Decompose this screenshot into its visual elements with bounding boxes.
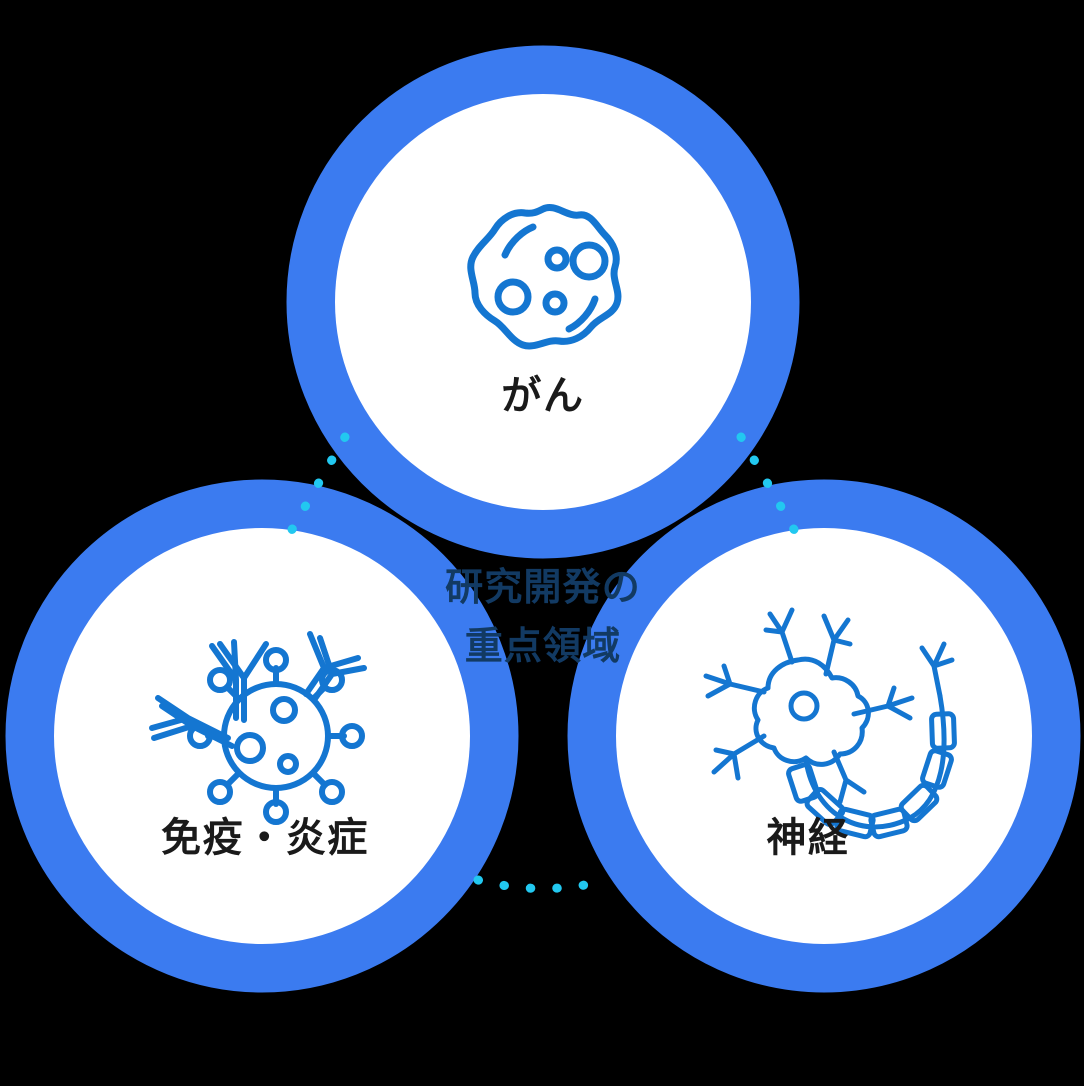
myelin-segments: [786, 711, 957, 840]
neuron-dendrites: [703, 607, 915, 805]
neuron-icon: [703, 607, 957, 840]
center-label-line2: 重点領域: [464, 626, 622, 668]
dotted-connector-cancer-immunity: [285, 432, 350, 538]
dotted-connector-cancer-neuro: [736, 432, 801, 538]
circle-body-immunity[interactable]: [54, 528, 470, 944]
antibody-virus-icon: [149, 631, 367, 825]
neuron-soma: [751, 656, 871, 767]
dotted-connectors-group: [285, 432, 801, 893]
outer-rings-group: [5, 45, 1081, 993]
outer-ring-neuro: [567, 479, 1081, 993]
outer-ring-immunity: [5, 479, 519, 993]
circle-body-neuro[interactable]: [616, 528, 1032, 944]
dotted-connector-immunity-neuro: [473, 875, 613, 893]
center-focus-label: 研究開発の 重点領域: [445, 559, 641, 677]
lobe-label-cancer: がん: [501, 374, 585, 418]
outer-ring-cancer: [286, 45, 800, 559]
axon-terminal: [919, 641, 955, 699]
antibody-shapes: [149, 631, 367, 749]
lobe-label-neuro: 神経: [766, 816, 850, 860]
lobe-label-immunity: 免疫・炎症: [161, 816, 369, 860]
neuron-nucleus: [788, 690, 820, 722]
cancer-cell-icon: [467, 204, 622, 350]
center-label-line1: 研究開発の: [445, 567, 641, 610]
